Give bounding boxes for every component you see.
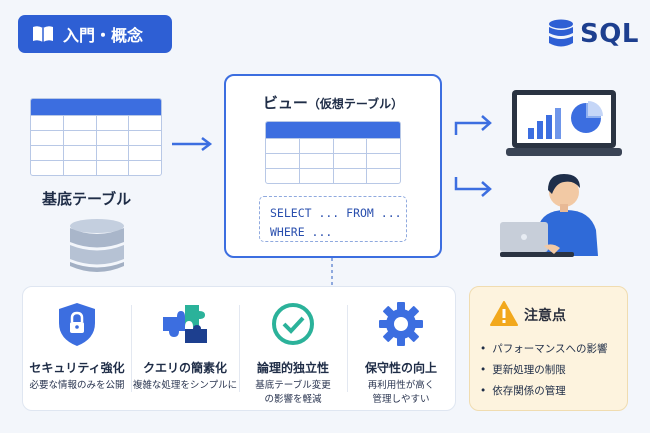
- feature-title: 保守性の向上: [364, 361, 437, 375]
- storage-cylinder-icon: [70, 219, 124, 272]
- shield-lock-icon: [59, 303, 95, 346]
- view-title: ビュー（仮想テーブル）: [226, 92, 440, 113]
- base-table-label: 基底テーブル: [42, 190, 132, 208]
- feature-maintainability: 保守性の向上 再利用性が高く 管理しやすい: [347, 287, 455, 410]
- view-subtitle: （仮想テーブル）: [307, 97, 404, 111]
- feature-desc-line: 必要な情報のみを公開: [29, 380, 125, 391]
- check-circle-icon: [272, 303, 314, 345]
- gear-icon: [379, 302, 423, 346]
- feature-desc: 基底テーブル変更 の影響を軽減: [239, 379, 347, 407]
- arrow-right-icon: [172, 137, 213, 151]
- puzzle-icon: [163, 305, 207, 343]
- user-laptop-icon: [500, 174, 598, 257]
- database-icon: [549, 19, 573, 47]
- dashed-connector: [331, 258, 333, 286]
- view-table-graphic: [265, 121, 401, 184]
- feature-desc-line: 基底テーブル変更: [255, 380, 331, 391]
- feature-desc-line: 管理しやすい: [372, 394, 430, 405]
- feature-desc-line: 複雑な処理をシンプルに: [132, 380, 238, 391]
- view-title-main: ビュー: [262, 94, 308, 112]
- feature-independence: 論理的独立性 基底テーブル変更 の影響を軽減: [239, 287, 347, 410]
- feature-simplify: クエリの簡素化 複雑な処理をシンプルに: [131, 287, 239, 410]
- feature-desc-line: の影響を軽減: [264, 394, 322, 405]
- sql-logo: SQL: [548, 19, 639, 49]
- caution-item: 依存関係の管理: [480, 381, 608, 402]
- caution-title: 注意点: [524, 308, 566, 324]
- book-icon: [33, 26, 53, 42]
- feature-desc: 必要な情報のみを公開: [23, 379, 131, 393]
- base-table-graphic: [30, 98, 162, 176]
- warning-icon: [490, 301, 518, 326]
- sql-line-where: WHERE ...: [270, 225, 333, 239]
- feature-title: クエリの簡素化: [142, 361, 227, 375]
- monitor-chart-icon: [506, 90, 622, 156]
- sql-line-select: SELECT ... FROM ...: [270, 206, 402, 220]
- feature-title: 論理的独立性: [256, 361, 329, 375]
- caution-list: パフォーマンスへの影響 更新処理の制限 依存関係の管理: [480, 339, 608, 402]
- caution-item: 更新処理の制限: [480, 360, 608, 381]
- feature-title: セキュリティ強化: [29, 361, 125, 375]
- badge-label: 入門・概念: [63, 26, 144, 45]
- logo-text: SQL: [580, 19, 639, 49]
- caution-panel: 注意点 パフォーマンスへの影響 更新処理の制限 依存関係の管理: [469, 286, 628, 411]
- feature-desc-line: 再利用性が高く: [367, 380, 435, 391]
- feature-desc: 再利用性が高く 管理しやすい: [347, 379, 455, 407]
- feature-security: セキュリティ強化 必要な情報のみを公開: [23, 287, 131, 410]
- view-card: ビュー（仮想テーブル） SELECT ... FROM ... WHERE ..…: [224, 74, 442, 258]
- caution-item: パフォーマンスへの影響: [480, 339, 607, 360]
- feature-desc: 複雑な処理をシンプルに: [131, 379, 239, 393]
- category-badge: 入門・概念: [18, 15, 172, 53]
- sql-query-box: SELECT ... FROM ... WHERE ...: [259, 196, 407, 242]
- features-panel: セキュリティ強化 必要な情報のみを公開 クエリの簡素化 複雑な処理をシンプルに …: [22, 286, 456, 411]
- arrow-to-monitor-icon: [454, 115, 492, 135]
- arrow-to-user-icon: [454, 177, 492, 197]
